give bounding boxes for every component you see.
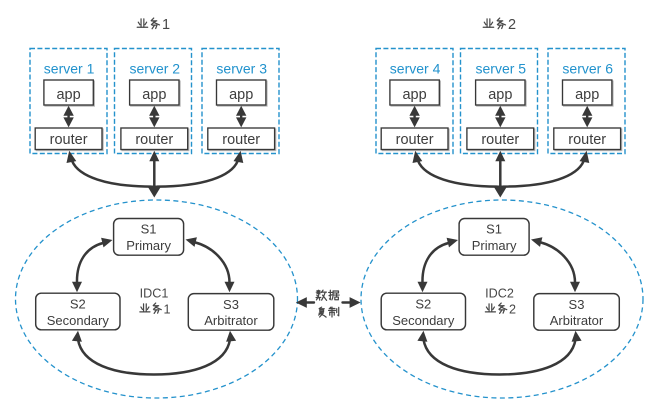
svg-text:1: 1	[164, 303, 171, 317]
svg-text:router: router	[135, 132, 173, 148]
svg-text:S1: S1	[486, 222, 502, 237]
svg-text:server 2: server 2	[130, 61, 181, 77]
svg-text:server 1: server 1	[44, 61, 95, 77]
svg-text:IDC2: IDC2	[485, 287, 514, 301]
svg-text:Secondary: Secondary	[392, 313, 455, 328]
svg-text:router: router	[50, 132, 88, 148]
svg-text:S1: S1	[141, 222, 157, 237]
svg-text:server 5: server 5	[476, 61, 527, 77]
svg-text:Primary: Primary	[126, 238, 171, 253]
svg-text:1: 1	[162, 17, 170, 33]
svg-text:app: app	[575, 87, 599, 103]
svg-text:server 4: server 4	[390, 61, 441, 77]
svg-text:2: 2	[509, 303, 516, 317]
svg-text:Arbitrator: Arbitrator	[204, 313, 258, 328]
svg-text:Primary: Primary	[472, 238, 517, 253]
svg-text:router: router	[396, 132, 434, 148]
svg-text:S3: S3	[569, 297, 585, 312]
svg-text:router: router	[481, 132, 519, 148]
svg-text:server 3: server 3	[216, 61, 267, 77]
svg-text:server 6: server 6	[562, 61, 613, 77]
svg-text:2: 2	[508, 17, 516, 33]
svg-text:Secondary: Secondary	[47, 313, 110, 328]
svg-text:app: app	[56, 87, 80, 103]
svg-text:app: app	[229, 87, 253, 103]
svg-text:app: app	[142, 87, 166, 103]
svg-text:app: app	[402, 87, 426, 103]
svg-text:S2: S2	[415, 297, 431, 312]
svg-text:app: app	[488, 87, 512, 103]
svg-text:S3: S3	[223, 297, 239, 312]
svg-text:Arbitrator: Arbitrator	[550, 313, 604, 328]
svg-text:IDC1: IDC1	[140, 287, 169, 301]
svg-text:router: router	[568, 132, 606, 148]
svg-text:S2: S2	[70, 297, 86, 312]
svg-text:router: router	[222, 132, 260, 148]
